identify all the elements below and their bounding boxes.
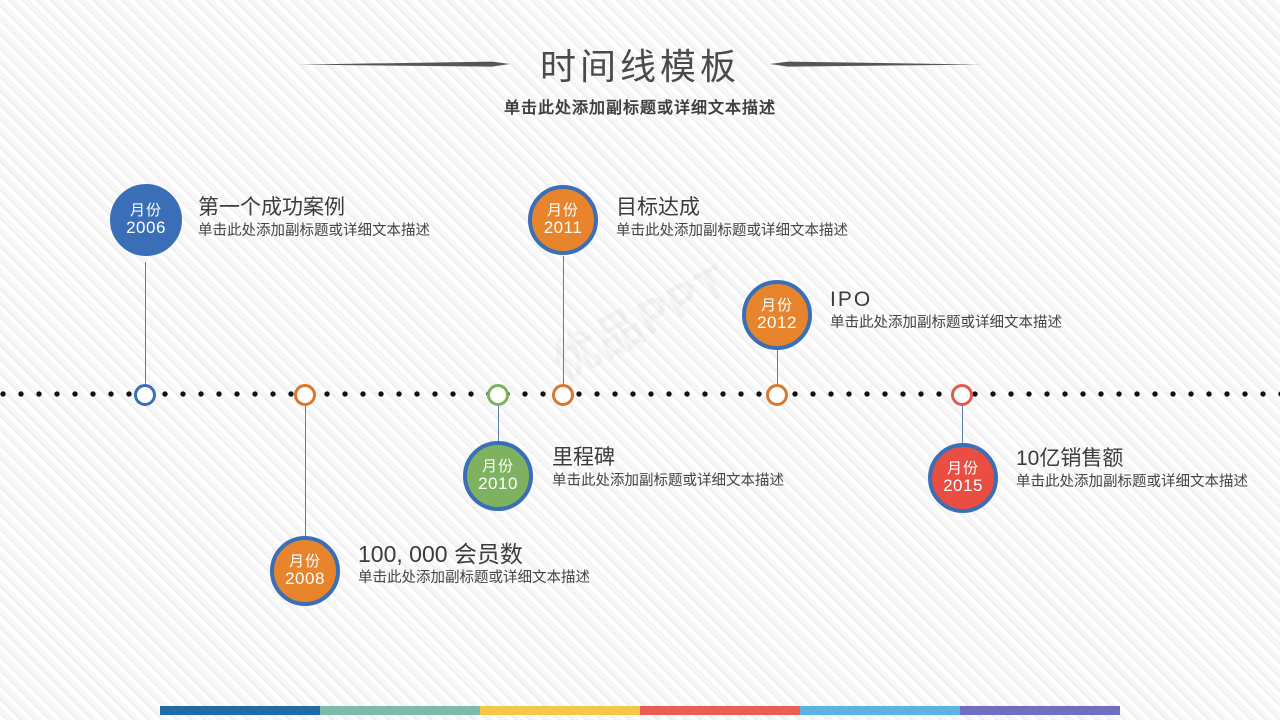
bubble-year-label: 2011: [543, 217, 583, 237]
year-bubble-2012[interactable]: 月份 2012: [742, 280, 812, 350]
item-text-2011: 目标达成 单击此处添加副标题或详细文本描述: [616, 196, 1036, 240]
item-description: 单击此处添加副标题或详细文本描述: [616, 223, 848, 240]
title-row: 时间线模板: [0, 36, 1280, 92]
bubble-month-label: 月份: [946, 459, 979, 477]
footer-color-bar: [160, 706, 1120, 715]
item-title: 第一个成功案例: [198, 196, 345, 219]
footer-bar-segment-4: [640, 706, 800, 715]
item-title: 10亿销售额: [1016, 447, 1124, 470]
item-description: 单击此处添加副标题或详细文本描述: [830, 315, 1062, 332]
item-text-2015: 10亿销售额 单击此处添加副标题或详细文本描述: [1016, 447, 1248, 491]
item-title: IPO: [830, 288, 873, 311]
item-text-2006: 第一个成功案例 单击此处添加副标题或详细文本描述: [198, 196, 528, 240]
item-text-2012: IPO 单击此处添加副标题或详细文本描述: [830, 288, 1250, 332]
connector-line-2011: [563, 256, 564, 392]
item-title: 里程碑: [552, 446, 615, 469]
connector-line-2015: [962, 404, 963, 444]
item-title: 100, 000 会员数: [358, 541, 523, 567]
item-description: 单击此处添加副标题或详细文本描述: [198, 223, 430, 240]
timeline-marker-2011[interactable]: [552, 384, 574, 406]
footer-bar-segment-3: [480, 706, 640, 715]
connector-line-2008: [305, 404, 306, 540]
timeline-marker-2015[interactable]: [951, 384, 973, 406]
connector-line-2012: [777, 350, 778, 392]
bubble-year-label: 2012: [757, 312, 797, 332]
bubble-month-label: 月份: [546, 201, 579, 219]
tapered-arrow-right-icon: [297, 61, 510, 67]
connector-line-2010: [498, 404, 499, 444]
item-description: 单击此处添加副标题或详细文本描述: [552, 473, 784, 490]
bubble-month-label: 月份: [481, 457, 514, 475]
bubble-year-label: 2008: [285, 568, 325, 588]
footer-bar-segment-1: [160, 706, 320, 715]
timeline-marker-2008[interactable]: [294, 384, 316, 406]
year-bubble-2006[interactable]: 月份 2006: [110, 184, 182, 256]
timeline-axis: [0, 390, 1280, 400]
footer-bar-segment-5: [800, 706, 960, 715]
watermark: 优品PPT: [543, 253, 738, 390]
item-text-2010: 里程碑 单击此处添加副标题或详细文本描述: [552, 446, 872, 490]
item-title: 目标达成: [616, 196, 700, 219]
year-bubble-2008[interactable]: 月份 2008: [270, 536, 340, 606]
item-text-2008: 100, 000 会员数 单击此处添加副标题或详细文本描述: [358, 541, 778, 588]
bubble-month-label: 月份: [288, 552, 321, 570]
item-description: 单击此处添加副标题或详细文本描述: [358, 570, 590, 587]
bubble-year-label: 2015: [943, 475, 983, 495]
timeline-dotted-line: [0, 391, 1280, 397]
tapered-arrow-left-icon: [770, 61, 982, 67]
timeline-marker-2006[interactable]: [134, 384, 156, 406]
footer-bar-segment-6: [960, 706, 1120, 715]
bubble-year-label: 2006: [126, 217, 166, 237]
item-description: 单击此处添加副标题或详细文本描述: [1016, 474, 1248, 491]
timeline-marker-2012[interactable]: [766, 384, 788, 406]
year-bubble-2010[interactable]: 月份 2010: [463, 441, 533, 511]
year-bubble-2015[interactable]: 月份 2015: [928, 443, 998, 513]
footer-bar-segment-2: [320, 706, 480, 715]
connector-line-2006: [145, 262, 146, 392]
bubble-month-label: 月份: [760, 296, 793, 314]
timeline-marker-2010[interactable]: [487, 384, 509, 406]
bubble-year-label: 2010: [478, 473, 518, 493]
year-bubble-2011[interactable]: 月份 2011: [528, 185, 598, 255]
page-subtitle: 单击此处添加副标题或详细文本描述: [503, 100, 776, 117]
header: 时间线模板 单击此处添加副标题或详细文本描述: [0, 36, 1280, 118]
page-title: 时间线模板: [539, 46, 740, 87]
bubble-month-label: 月份: [129, 201, 162, 219]
